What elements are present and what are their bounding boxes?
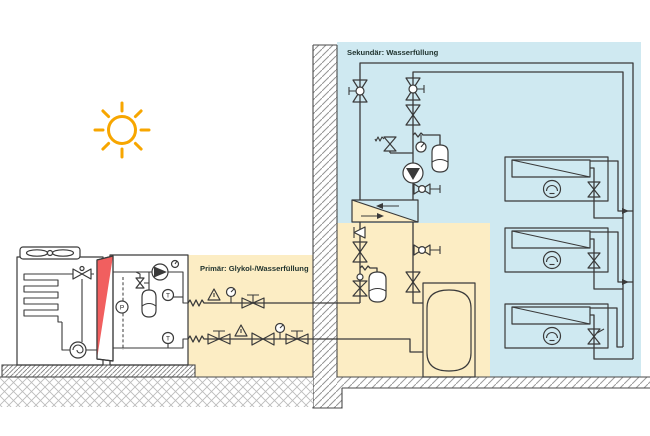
check-valve-icon [353, 226, 366, 239]
pressure-gauge-icon [225, 286, 237, 303]
heat-exchanger-icon [351, 199, 419, 223]
indoor-floor [337, 376, 650, 389]
shut-off-valve-icon [352, 273, 368, 297]
shut-off-valve-icon [348, 79, 368, 103]
primary-zone-label: Primär: Glykol-/Wasserfüllung [200, 264, 309, 273]
air-vent-icon [207, 288, 221, 301]
shut-off-valve-icon [405, 77, 425, 101]
valve-handle [596, 328, 605, 334]
buffer-tank-icon [422, 282, 476, 378]
secondary-piping [359, 62, 634, 360]
expansion-valve-icon [72, 265, 92, 280]
secondary-zone-label: Sekundär: Wasserfüllung [347, 48, 439, 57]
shut-off-valve-icon [285, 330, 309, 345]
shut-off-valve-icon [241, 294, 265, 309]
heat-pump-platform [1, 364, 196, 378]
shut-off-valve-icon [352, 241, 368, 263]
flow-arrow-icon [622, 279, 629, 285]
pressure-gauge-icon [274, 322, 286, 339]
pressure-sensor-icon: P [115, 300, 129, 314]
strainer-valve-icon [251, 332, 275, 346]
flex-connector-icon [187, 335, 423, 353]
safety-valve-icon [135, 271, 145, 289]
sun-icon [93, 101, 151, 159]
outdoor-ground [0, 376, 313, 407]
shut-off-valve-icon [405, 271, 421, 293]
expansion-vessel-branch [412, 132, 449, 173]
plate-heat-exchanger-icon [96, 255, 114, 362]
refrigerant-section [16, 256, 104, 366]
circulation-pump-icon [402, 162, 424, 184]
temperature-sensor-label: T [166, 293, 170, 300]
flow-arrow-icon [622, 208, 629, 214]
safety-valve-icon [374, 136, 413, 154]
temperature-sensor-icon: T [161, 331, 175, 348]
primary-piping [187, 299, 423, 353]
air-vent-icon [234, 324, 248, 337]
flow-arrow-icon [376, 203, 383, 209]
drain-valve-icon [413, 183, 441, 195]
wall [312, 44, 338, 388]
drain-valve-icon [413, 244, 441, 256]
shut-off-valve-icon [207, 330, 231, 345]
temperature-sensor-icon: T [161, 288, 183, 302]
expansion-vessel-branch [359, 265, 387, 303]
primary-zone-left [188, 255, 313, 377]
temperature-sensor-label: T [166, 336, 170, 343]
expansion-vessel-icon [368, 271, 387, 303]
expansion-vessel-icon [431, 144, 449, 173]
evaporator-coil-icon [23, 273, 62, 323]
fan-icon [19, 246, 81, 260]
expansion-vessel-icon [141, 289, 157, 318]
wall-foundation [312, 388, 343, 409]
heat-pump: P T T [16, 246, 189, 366]
pressure-sensor-label: P [120, 305, 124, 312]
shut-off-valve-icon [405, 104, 421, 126]
circulation-pump-icon [151, 259, 180, 281]
compressor-icon [69, 341, 87, 359]
flow-arrow-icon [377, 213, 384, 219]
flex-connector-icon [187, 299, 360, 307]
